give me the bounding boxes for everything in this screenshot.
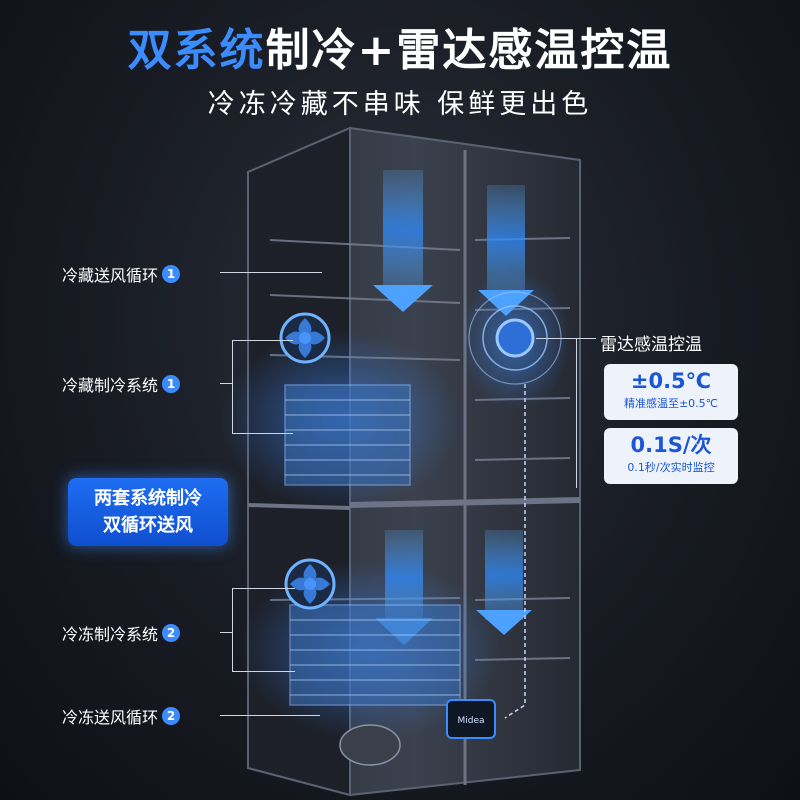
- label-freezer-air: 冷冻送风循环 2: [62, 704, 181, 728]
- leader-fridge-cooling: [232, 340, 293, 434]
- leader-radar: [536, 338, 596, 339]
- radar-label: 雷达感温控温: [600, 335, 702, 355]
- compartment-divider: [349, 497, 581, 508]
- radar-sensor-icon: [468, 291, 562, 385]
- number-badge: 2: [162, 624, 181, 642]
- label-fridge-air: 冷藏送风循环 1: [62, 262, 181, 286]
- leader-fridge-air: [220, 272, 322, 273]
- number-badge: 2: [162, 707, 181, 725]
- fridge-fan-icon: [279, 312, 331, 364]
- dual-system-callout: 两套系统制冷 双循环送风: [68, 478, 228, 546]
- stat-accuracy: ±0.5℃ 精准感温至±0.5℃: [604, 364, 738, 420]
- label-fridge-cooling: 冷藏制冷系统 1: [62, 372, 181, 396]
- control-chip: [446, 699, 496, 739]
- leader-freezer-air: [220, 715, 320, 716]
- number-badge: 1: [162, 375, 181, 393]
- freezer-evaporator: [289, 604, 461, 706]
- brand-logo: Midea: [457, 716, 484, 726]
- control-link-line: [504, 384, 526, 719]
- page-subtitle: 冷冻冷藏不串味 保鲜更出色: [207, 89, 593, 120]
- fridge-evaporator: [284, 384, 411, 486]
- title-highlight: 双系统: [127, 25, 266, 76]
- title-rest: 制冷+雷达感温控温: [265, 25, 673, 76]
- stat-frequency: 0.1S/次 0.1秒/次实时监控: [604, 428, 738, 484]
- freezer-fan-icon: [284, 558, 336, 610]
- page-title: 双系统制冷+雷达感温控温: [0, 14, 800, 78]
- compressor: [339, 724, 401, 766]
- leader-freezer-cooling: [232, 588, 295, 672]
- number-badge: 1: [162, 265, 181, 283]
- label-freezer-cooling: 冷冻制冷系统 2: [62, 621, 181, 645]
